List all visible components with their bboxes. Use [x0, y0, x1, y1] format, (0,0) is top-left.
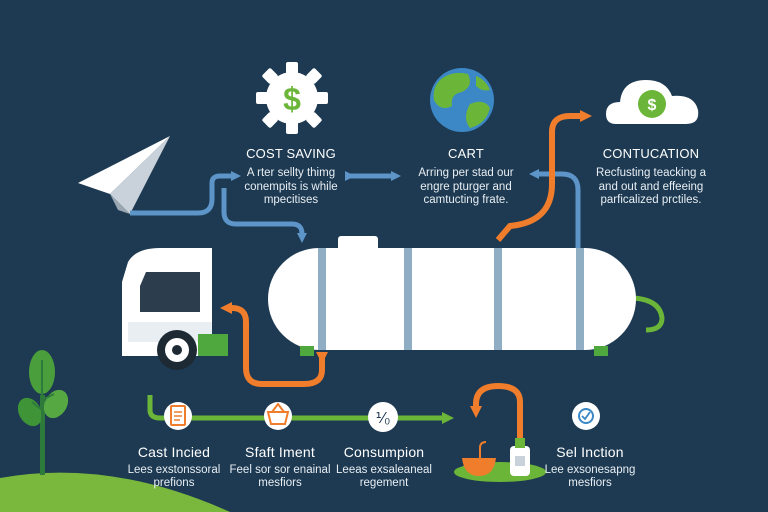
dollar-symbol: $ — [283, 81, 301, 117]
ratio-icon: ⅟₀ — [368, 402, 398, 432]
truck-cab — [122, 248, 228, 370]
cloud-dollar-symbol: $ — [648, 97, 657, 114]
arrow-plane-to-cost — [130, 171, 241, 216]
block-sel-inction: Sel Inction Lee exsonesapng mesfiors — [532, 444, 648, 491]
block-cost-saving: COST SAVING A rter sellty thimg conempit… — [216, 146, 366, 208]
dollar-cloud-icon: $ — [606, 80, 699, 124]
arrow-green-flow — [147, 395, 454, 424]
description-line: conempits is while — [244, 180, 338, 193]
block-contucation: CONTUCATION Recfusting teacking a and ou… — [576, 146, 726, 208]
cost-saving-description: A rter sellty thimg conempits is while m… — [216, 167, 366, 208]
contucation-description: Recfusting teacking a and out and effeei… — [576, 167, 726, 208]
description-line: mesfiors — [568, 477, 612, 490]
dollar-gear-icon: $ — [256, 62, 328, 134]
tree-icon — [17, 350, 69, 475]
arrow-cost-to-tank — [221, 188, 307, 243]
block-sfaft-iment: Sfaft Iment Feel sor sor enainal mesfior… — [218, 444, 342, 491]
cost-saving-title: COST SAVING — [246, 146, 336, 161]
paper-plane-icon — [78, 136, 170, 214]
description-line: Arring per stad our — [418, 167, 514, 180]
tank-trailer — [268, 236, 636, 356]
arrow-truck-loop — [220, 302, 328, 387]
contucation-title: CONTUCATION — [602, 146, 700, 161]
cart-title: CART — [448, 146, 484, 161]
sfaft-iment-description: Feel sor sor enainal mesfiors — [218, 464, 342, 491]
cart-description: Arring per stad our engre pturger and ca… — [388, 167, 544, 208]
sel-inction-description: Lee exsonesapng mesfiors — [532, 464, 648, 491]
description-line: camtucting frate. — [423, 194, 509, 207]
cast-incied-title: Cast Incied — [137, 444, 211, 460]
basket-icon — [264, 402, 292, 430]
sel-inction-title: Sel Inction — [556, 444, 624, 460]
green-hill — [0, 472, 230, 512]
gear-check-icon — [572, 402, 600, 430]
description-line: mesfiors — [258, 477, 302, 490]
description-line: Lees exstonssoral — [127, 463, 221, 476]
cast-incied-description: Lees exstonssoral prefions — [110, 464, 238, 491]
description-line: parficalized prctiles. — [600, 194, 702, 207]
arrow-tank-to-contucation — [529, 169, 581, 250]
description-line: regement — [359, 477, 409, 490]
description-line: Leeas exsaleaneal — [336, 463, 432, 476]
description-line: mpecitises — [263, 194, 319, 207]
globe-icon — [430, 68, 494, 132]
green-tank-outlet — [633, 295, 665, 333]
ratio-symbol: ⅟₀ — [376, 410, 391, 427]
bowl-and-bottle — [454, 438, 546, 482]
description-line: prefions — [153, 477, 195, 490]
description-line: and out and effeeing — [598, 180, 704, 193]
block-cart: CART Arring per stad our engre pturger a… — [388, 146, 544, 208]
description-line: Feel sor sor enainal — [229, 463, 331, 476]
sfaft-iment-title: Sfaft Iment — [245, 444, 315, 460]
arrow-return-loop — [470, 382, 523, 440]
document-icon — [164, 402, 192, 430]
description-line: Lee exsonesapng — [544, 463, 636, 476]
arrow-tank-to-cloud — [495, 110, 592, 242]
block-cast-incied: Cast Incied Lees exstonssoral prefions — [110, 444, 238, 491]
consumpion-title: Consumpion — [343, 444, 425, 460]
description-line: A rter sellty thimg — [246, 167, 336, 180]
description-line: engre pturger and — [420, 180, 512, 193]
description-line: Recfusting teacking a — [596, 167, 706, 180]
block-consumpion: Consumpion Leeas exsaleaneal regement — [322, 444, 446, 491]
consumpion-description: Leeas exsaleaneal regement — [322, 464, 446, 491]
